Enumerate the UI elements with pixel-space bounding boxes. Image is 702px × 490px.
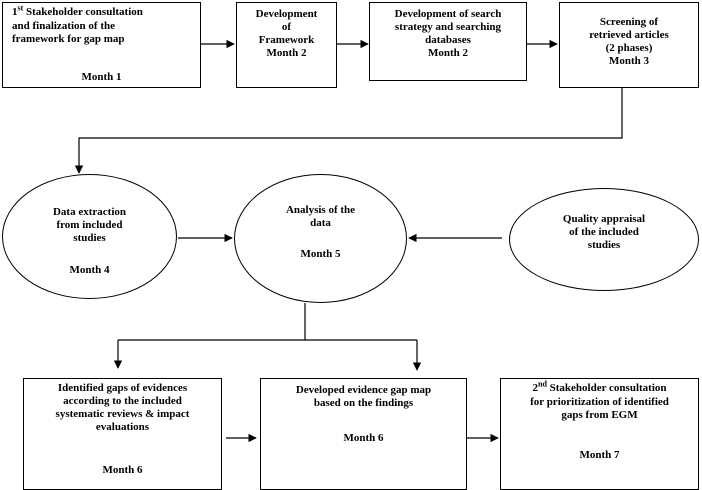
node-5-title: Data extraction from included studies xyxy=(52,206,126,244)
node-4-month: Month 3 xyxy=(608,55,650,67)
node-8-month: Month 6 xyxy=(102,464,143,476)
node-1-line-3: framework for gap map xyxy=(12,33,125,45)
node-3-title: Development of search strategy and searc… xyxy=(394,8,502,46)
node-1-line-1: 1st Stakeholder consultation xyxy=(12,3,143,18)
node-6-title: Analysis of the data xyxy=(285,204,356,229)
node-9-month: Month 6 xyxy=(343,432,384,444)
node-1-line-2: and finalization of the xyxy=(12,20,115,32)
node-5-month: Month 4 xyxy=(69,264,110,276)
node-6-month: Month 5 xyxy=(300,248,341,260)
node-data-extraction: Data extraction from included studies Mo… xyxy=(2,174,177,299)
node-stakeholder-consultation-1: 1st Stakeholder consultation and finaliz… xyxy=(2,2,201,88)
node-identified-gaps: Identified gaps of evidences according t… xyxy=(23,378,222,490)
node-search-strategy: Development of search strategy and searc… xyxy=(369,2,527,81)
node-3-month: Month 2 xyxy=(427,47,469,59)
node-9-title: Developed evidence gap map based on the … xyxy=(295,384,432,409)
node-quality-appraisal: Quality appraisal of the included studie… xyxy=(509,188,699,291)
node-10-month: Month 7 xyxy=(579,449,620,461)
node-framework-development: Development of Framework Month 2 xyxy=(236,2,337,88)
node-stakeholder-consultation-2: 2nd Stakeholder consultation for priorit… xyxy=(500,378,699,490)
node-2-month: Month 2 xyxy=(266,47,307,59)
node-10-rest: for prioritization of identified gaps fr… xyxy=(530,396,669,421)
node-7-title: Quality appraisal of the included studie… xyxy=(562,213,646,251)
node-10-line-1: 2nd Stakeholder consultation xyxy=(532,379,667,394)
node-8-title: Identified gaps of evidences according t… xyxy=(55,382,190,433)
arrow-4-to-5 xyxy=(74,88,623,174)
node-screening: Screening of retrieved articles (2 phase… xyxy=(559,2,699,88)
node-evidence-gap-map: Developed evidence gap map based on the … xyxy=(260,378,467,490)
node-data-analysis: Analysis of the data Month 5 xyxy=(234,174,407,303)
node-1-month: Month 1 xyxy=(81,71,122,83)
node-2-title: Development of Framework xyxy=(255,8,318,46)
node-4-title: Screening of retrieved articles (2 phase… xyxy=(589,16,669,54)
